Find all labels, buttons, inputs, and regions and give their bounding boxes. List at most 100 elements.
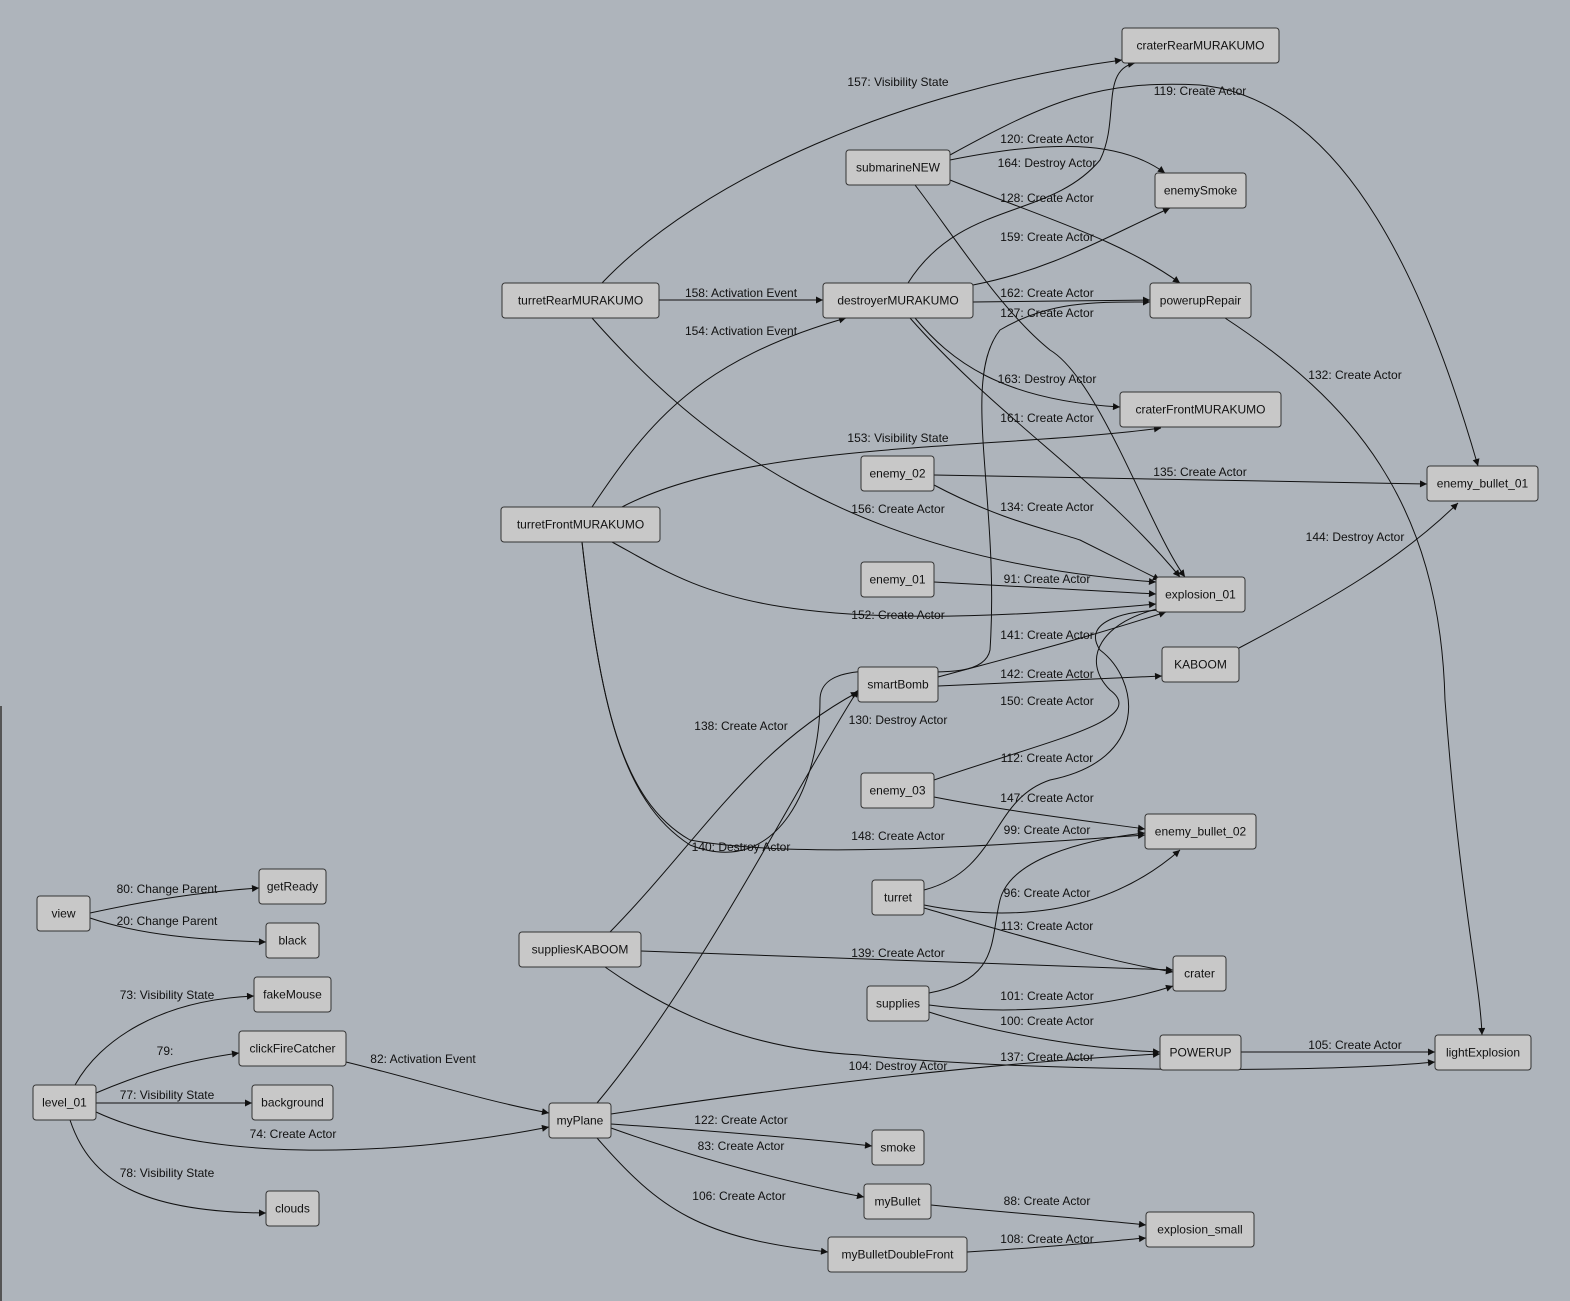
node-black[interactable]: black — [265, 922, 320, 959]
node-craterFrontMURAKUMO[interactable]: craterFrontMURAKUMO — [1119, 391, 1282, 428]
node-box[interactable] — [860, 455, 935, 492]
node-box[interactable] — [501, 282, 660, 319]
node-turretFrontMURAKUMO[interactable]: turretFrontMURAKUMO — [500, 506, 661, 543]
edge-label: 163: Destroy Actor — [998, 372, 1097, 386]
node-enemy_bullet_02[interactable]: enemy_bullet_02 — [1144, 813, 1257, 850]
node-label: explosion_small — [1157, 1223, 1242, 1237]
node-box[interactable] — [500, 506, 661, 543]
node-view[interactable]: view — [36, 895, 91, 932]
node-box[interactable] — [1144, 813, 1257, 850]
node-box[interactable] — [1119, 391, 1282, 428]
node-myBulletDoubleFront[interactable]: myBulletDoubleFront — [827, 1236, 968, 1273]
edge-line — [923, 606, 1167, 891]
edge-line — [345, 1061, 550, 1116]
edge-label: 113: Create Actor — [1001, 919, 1094, 933]
node-background[interactable]: background — [251, 1084, 334, 1121]
node-fakeMouse[interactable]: fakeMouse — [253, 976, 332, 1013]
node-box[interactable] — [1159, 1034, 1242, 1071]
edge-submarineNEW-to-enemy_bullet_01: 119: Create Actor — [949, 83, 1480, 467]
node-box[interactable] — [32, 1084, 97, 1121]
node-enemy_03[interactable]: enemy_03 — [860, 772, 935, 809]
edge-line — [972, 296, 1151, 304]
node-KABOOM[interactable]: KABOOM — [1161, 646, 1240, 683]
edge-myBulletDoubleFront-to-explosion_small: 108: Create Actor — [966, 1232, 1147, 1253]
node-box[interactable] — [1155, 576, 1246, 613]
node-enemy_02[interactable]: enemy_02 — [860, 455, 935, 492]
node-turretRearMURAKUMO[interactable]: turretRearMURAKUMO — [501, 282, 660, 319]
node-smartBomb[interactable]: smartBomb — [857, 666, 939, 703]
edge-supplies-to-enemy_bullet_02: 99: Create Actor — [928, 823, 1146, 994]
edge-line — [972, 207, 1171, 286]
node-box[interactable] — [857, 666, 939, 703]
node-explosion_small[interactable]: explosion_small — [1145, 1211, 1255, 1248]
edge-enemy_01-to-explosion_01: 91: Create Actor — [933, 572, 1157, 598]
node-lightExplosion[interactable]: lightExplosion — [1434, 1034, 1532, 1071]
node-box[interactable] — [251, 1084, 334, 1121]
edge-label: 77: Visibility State — [120, 1088, 215, 1102]
node-box[interactable] — [827, 1236, 968, 1273]
node-box[interactable] — [860, 772, 935, 809]
edge-turretFrontMURAKUMO-to-destroyerMURAKUMO: 154: Activation Event — [591, 316, 847, 508]
node-box[interactable] — [1426, 465, 1539, 502]
edge-level_01-to-background: 77: Visibility State — [96, 1088, 252, 1107]
edge-myBullet-to-explosion_small: 88: Create Actor — [930, 1194, 1147, 1228]
node-explosion_01[interactable]: explosion_01 — [1155, 576, 1246, 613]
node-clouds[interactable]: clouds — [265, 1190, 320, 1227]
node-box[interactable] — [871, 879, 925, 916]
node-box[interactable] — [1154, 172, 1247, 209]
node-destroyerMURAKUMO[interactable]: destroyerMURAKUMO — [822, 282, 974, 319]
node-box[interactable] — [253, 976, 332, 1013]
edge-line — [74, 992, 255, 1086]
edge-line — [604, 966, 1436, 1070]
node-supplies[interactable]: supplies — [866, 985, 930, 1022]
node-POWERUP[interactable]: POWERUP — [1159, 1034, 1242, 1071]
edge-destroyerMURAKUMO-to-powerupRepair: 162: Create Actor — [972, 286, 1151, 304]
node-turret[interactable]: turret — [871, 879, 925, 916]
node-box[interactable] — [1161, 646, 1240, 683]
node-box[interactable] — [265, 922, 320, 959]
node-box[interactable] — [1149, 282, 1252, 319]
node-powerupRepair[interactable]: powerupRepair — [1149, 282, 1252, 319]
node-myBullet[interactable]: myBullet — [863, 1183, 932, 1220]
edge-label: 147: Create Actor — [1000, 791, 1093, 805]
edge-label: 142: Create Actor — [1000, 667, 1093, 681]
node-myPlane[interactable]: myPlane — [548, 1102, 612, 1139]
node-label: turret — [884, 891, 913, 905]
node-box[interactable] — [518, 931, 642, 968]
edge-line — [591, 317, 1157, 585]
node-box[interactable] — [866, 985, 930, 1022]
node-enemySmoke[interactable]: enemySmoke — [1154, 172, 1247, 209]
edge-enemy_03-to-explosion_01: 150: Create Actor — [933, 604, 1167, 781]
node-box[interactable] — [258, 868, 327, 905]
node-smoke[interactable]: smoke — [871, 1129, 925, 1166]
edge-supplies-to-POWERUP: 100: Create Actor — [928, 1011, 1161, 1056]
edge-line — [928, 984, 1174, 1011]
node-box[interactable] — [1145, 1211, 1255, 1248]
node-box[interactable] — [863, 1183, 932, 1220]
node-submarineNEW[interactable]: submarineNEW — [845, 149, 951, 186]
node-clickFireCatcher[interactable]: clickFireCatcher — [238, 1030, 347, 1067]
node-box[interactable] — [860, 561, 935, 598]
node-box[interactable] — [871, 1129, 925, 1166]
edge-line — [907, 60, 1136, 284]
edge-line — [949, 145, 1166, 174]
node-enemy_01[interactable]: enemy_01 — [860, 561, 935, 598]
node-box[interactable] — [36, 895, 91, 932]
node-box[interactable] — [845, 149, 951, 186]
node-crater[interactable]: crater — [1172, 955, 1227, 992]
node-box[interactable] — [548, 1102, 612, 1139]
node-label: getReady — [267, 880, 318, 894]
node-box[interactable] — [265, 1190, 320, 1227]
node-box[interactable] — [1434, 1034, 1532, 1071]
node-box[interactable] — [238, 1030, 347, 1067]
node-level_01[interactable]: level_01 — [32, 1084, 97, 1121]
edge-myPlane-to-POWERUP: 104: Destroy Actor — [610, 1050, 1161, 1115]
node-craterRearMURAKUMO[interactable]: craterRearMURAKUMO — [1121, 27, 1280, 64]
node-box[interactable] — [1172, 955, 1227, 992]
node-label: turretRearMURAKUMO — [518, 294, 643, 308]
node-box[interactable] — [1121, 27, 1280, 64]
node-box[interactable] — [822, 282, 974, 319]
node-enemy_bullet_01[interactable]: enemy_bullet_01 — [1426, 465, 1539, 502]
node-suppliesKABOOM[interactable]: suppliesKABOOM — [518, 931, 642, 968]
node-getReady[interactable]: getReady — [258, 868, 327, 905]
